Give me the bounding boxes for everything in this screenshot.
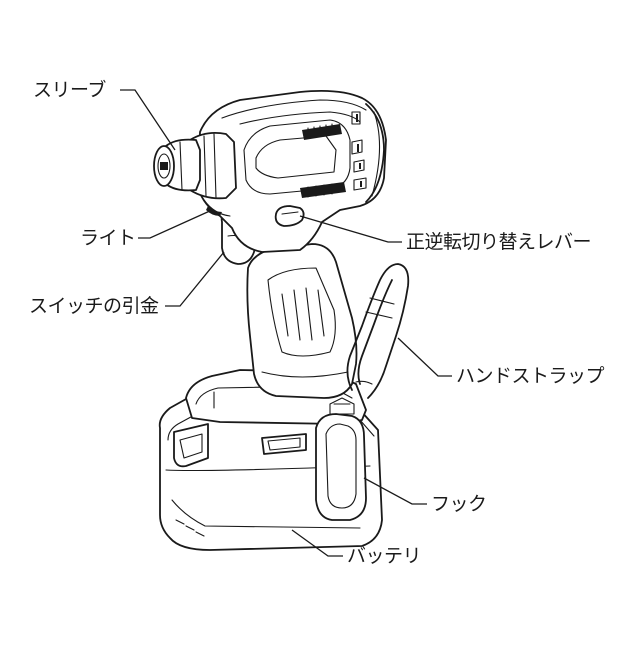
hand-strap [346, 263, 410, 399]
belt-hook [315, 397, 367, 521]
label-light: ライト [80, 227, 136, 249]
label-hand-strap: ハンドストラップ [456, 365, 605, 387]
leader-trigger [165, 251, 225, 307]
leader-sleeve [120, 89, 176, 151]
leader-hook [363, 477, 427, 505]
label-sleeve: スリーブ [33, 79, 106, 101]
nose-sleeve [153, 131, 237, 200]
leader-light [138, 209, 213, 239]
leader-battery [291, 529, 343, 557]
label-reverse-lever: 正逆転切り替えレバー [406, 231, 592, 253]
grip [246, 243, 358, 399]
label-hook: フック [431, 493, 487, 515]
main-body [197, 89, 387, 253]
leader-hand-strap [397, 337, 452, 377]
leader-reverse-lever [299, 215, 402, 243]
label-battery: バッテリ [347, 545, 422, 567]
leader-lines [120, 89, 452, 557]
label-trigger: スイッチの引金 [29, 295, 159, 317]
